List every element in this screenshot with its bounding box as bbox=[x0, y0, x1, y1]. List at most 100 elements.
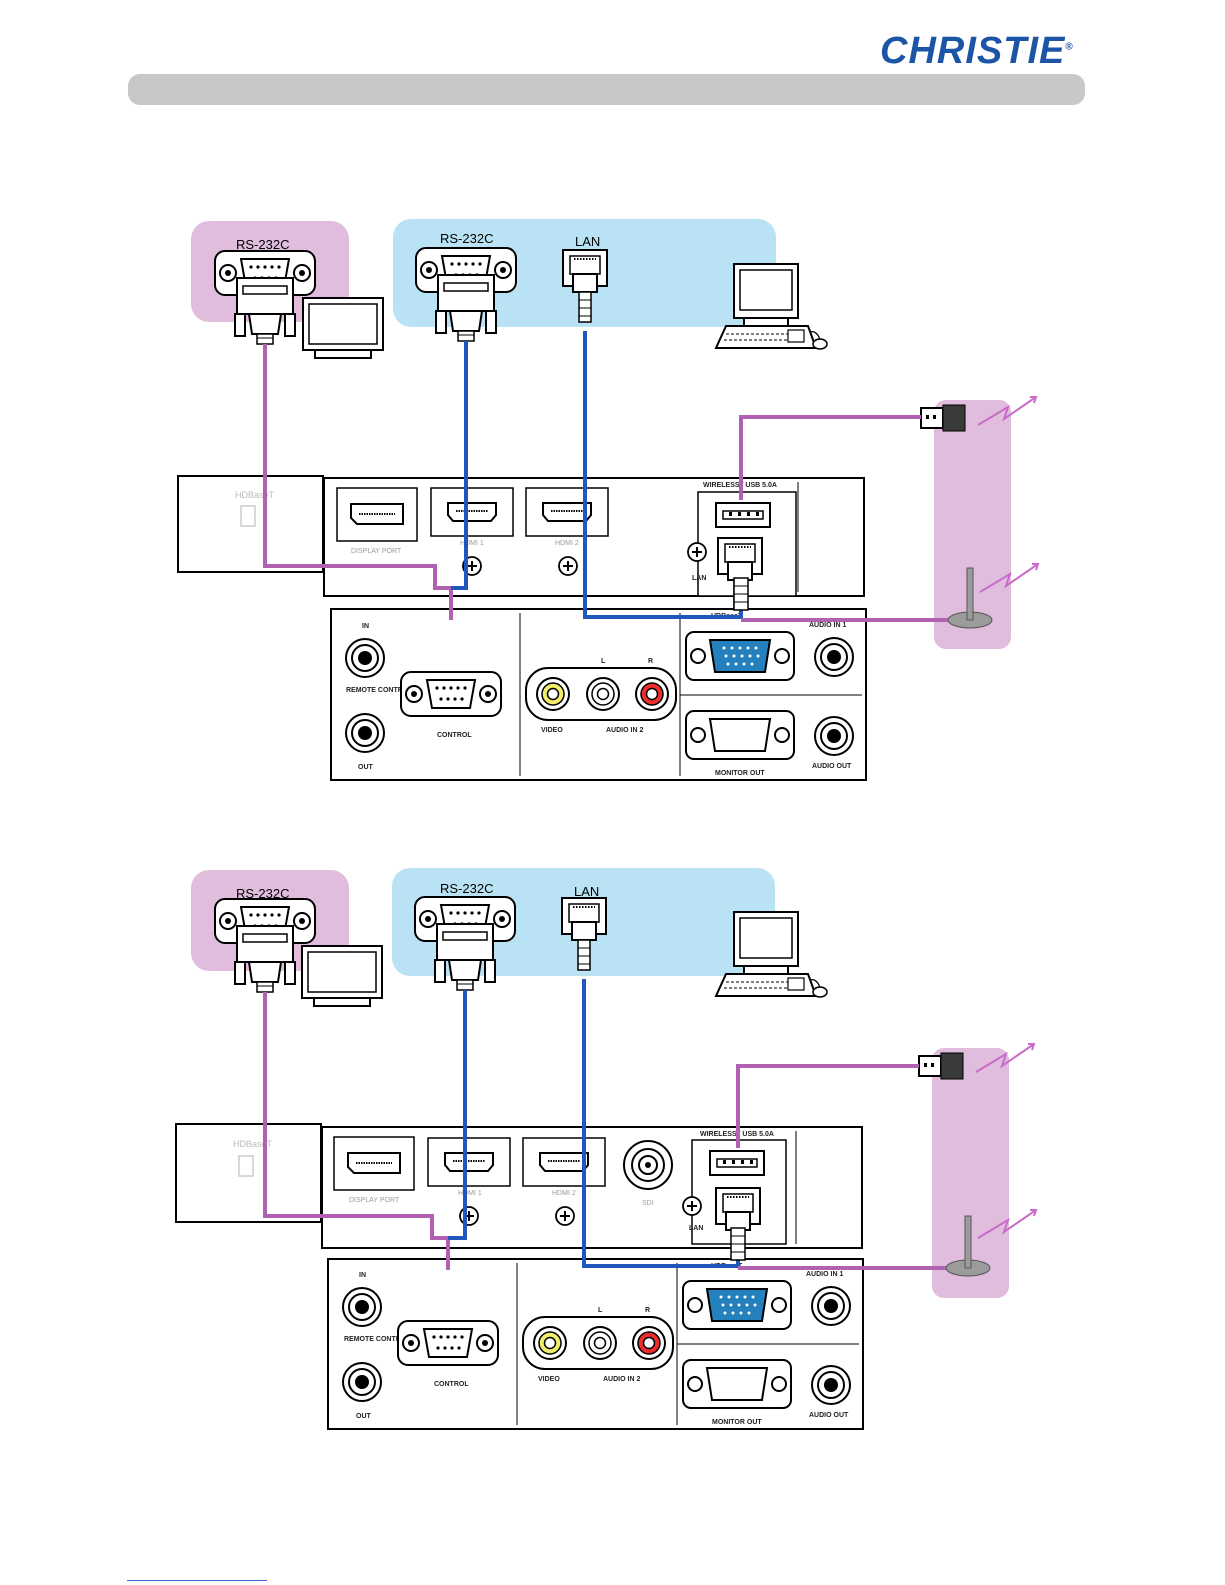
hdbaset-ghost-label: HDBaseT bbox=[233, 1139, 273, 1149]
control-label: CONTROL bbox=[434, 1381, 469, 1388]
hdbaset-box bbox=[177, 475, 324, 573]
displayport-label: DISPLAY PORT bbox=[351, 548, 402, 555]
wireless-pink-cable bbox=[739, 415, 921, 500]
audio-in1-jack bbox=[814, 637, 854, 677]
audio-in1-label: AUDIO IN 1 bbox=[806, 1271, 843, 1278]
header-bar bbox=[128, 74, 1085, 105]
hdbaset-ghost-jack bbox=[238, 1155, 254, 1177]
sdi-label: SDI bbox=[642, 1200, 654, 1207]
lan-small-label: LAN bbox=[692, 575, 706, 582]
video-rca-jack bbox=[536, 677, 570, 711]
control-port bbox=[400, 671, 502, 717]
wireless-pink-cable bbox=[736, 1064, 919, 1148]
hdmi1-port bbox=[444, 1152, 494, 1172]
registered-mark: ® bbox=[1065, 41, 1074, 53]
audio-r-label: R bbox=[645, 1307, 650, 1314]
rs232-blue-cable bbox=[451, 341, 468, 590]
remote-in-label: IN bbox=[362, 623, 369, 630]
control-label: CONTROL bbox=[437, 732, 472, 739]
audio-out-label: AUDIO OUT bbox=[812, 763, 852, 770]
audio-in1-jack bbox=[811, 1286, 851, 1326]
audio-l-label: L bbox=[601, 658, 606, 665]
rs232-mid-plug bbox=[434, 923, 496, 991]
usb-port bbox=[709, 1150, 765, 1176]
remote-out-jack bbox=[342, 1362, 382, 1402]
monitor-icon bbox=[301, 945, 383, 1007]
audio-in2-label: AUDIO IN 2 bbox=[603, 1376, 640, 1383]
rs232-mid-plug bbox=[435, 274, 497, 342]
hdmi1-label: HDMI 1 bbox=[460, 540, 484, 547]
audio-out-jack bbox=[811, 1365, 851, 1405]
displayport-port bbox=[347, 1152, 401, 1174]
sdi-port bbox=[623, 1140, 673, 1190]
remote-out-label: OUT bbox=[356, 1413, 372, 1420]
lan-label: LAN bbox=[575, 234, 600, 249]
audio-l-rca-jack bbox=[583, 1326, 617, 1360]
displayport-label: DISPLAY PORT bbox=[349, 1197, 400, 1204]
footer-link-underline[interactable] bbox=[127, 1580, 267, 1581]
monitor-out-port bbox=[685, 710, 795, 760]
rs232-left-label: RS-232C bbox=[236, 237, 289, 252]
rs232-pink-cable bbox=[263, 992, 450, 1270]
monitor-out-label: MONITOR OUT bbox=[715, 770, 765, 777]
diagram-top: RS-232C RS-232C LAN HDBaseT DISPLAY PORT… bbox=[177, 219, 1039, 781]
vga-in-port bbox=[682, 1280, 792, 1330]
screw-icon bbox=[687, 542, 707, 562]
rs232-mid-label: RS-232C bbox=[440, 231, 493, 246]
audio-out-label: AUDIO OUT bbox=[809, 1412, 849, 1419]
usb-dongle-icon bbox=[918, 1052, 964, 1080]
audio-l-label: L bbox=[598, 1307, 603, 1314]
christie-logo: CHRISTIE® bbox=[880, 30, 1074, 73]
screw-icon bbox=[558, 556, 578, 576]
lan-label: LAN bbox=[574, 884, 599, 899]
usb-dongle-icon bbox=[920, 404, 966, 432]
rs232-left-plug bbox=[234, 277, 296, 345]
audio-l-rca-jack bbox=[586, 677, 620, 711]
rs232-pink-cable bbox=[263, 344, 453, 620]
monitor-icon bbox=[302, 297, 384, 359]
diagram-bottom: RS-232C RS-232C LAN HDBaseT DISPLAY PORT… bbox=[175, 868, 1037, 1430]
hdbaset-ghost-label: HDBaseT bbox=[235, 490, 275, 500]
audio-in1-label: AUDIO IN 1 bbox=[809, 622, 846, 629]
pink-area-wireless bbox=[932, 1048, 1009, 1298]
usb-port bbox=[715, 502, 771, 528]
screw-icon bbox=[459, 1206, 479, 1226]
hdbaset-plug bbox=[733, 577, 749, 611]
audio-r-rca-jack bbox=[632, 1326, 666, 1360]
audio-r-rca-jack bbox=[635, 677, 669, 711]
pink-area-wireless bbox=[934, 400, 1011, 649]
remote-control-label: REMOTE CONTROL bbox=[346, 687, 413, 694]
rs232-mid-label: RS-232C bbox=[440, 881, 493, 896]
remote-in-jack bbox=[342, 1287, 382, 1327]
hdmi2-label: HDMI 2 bbox=[555, 540, 579, 547]
rs232-blue-cable bbox=[448, 990, 467, 1240]
displayport-port bbox=[350, 503, 404, 525]
lan-small-label: LAN bbox=[689, 1225, 703, 1232]
remote-out-jack bbox=[345, 713, 385, 753]
remote-control-label: REMOTE CONTROL bbox=[344, 1336, 411, 1343]
rs232-left-plug bbox=[234, 925, 296, 993]
screw-icon bbox=[682, 1196, 702, 1216]
video-rca-jack bbox=[533, 1326, 567, 1360]
hdmi2-port bbox=[539, 1152, 589, 1172]
video-label: VIDEO bbox=[538, 1376, 560, 1383]
hdmi1-label: HDMI 1 bbox=[458, 1190, 482, 1197]
monitor-out-label: MONITOR OUT bbox=[712, 1419, 762, 1426]
audio-out-jack bbox=[814, 716, 854, 756]
screw-icon bbox=[555, 1206, 575, 1226]
rs232-left-label: RS-232C bbox=[236, 886, 289, 901]
hdbaset-plug bbox=[730, 1227, 746, 1261]
hdbaset-ghost-jack bbox=[240, 505, 256, 527]
monitor-out-port bbox=[682, 1359, 792, 1409]
vga-in-port bbox=[685, 631, 795, 681]
remote-in-jack bbox=[345, 638, 385, 678]
hdmi1-port bbox=[447, 502, 497, 522]
hdmi2-label: HDMI 2 bbox=[552, 1190, 576, 1197]
video-label: VIDEO bbox=[541, 727, 563, 734]
audio-r-label: R bbox=[648, 658, 653, 665]
audio-in2-label: AUDIO IN 2 bbox=[606, 727, 643, 734]
logo-text: CHRISTIE bbox=[880, 30, 1066, 72]
remote-in-label: IN bbox=[359, 1272, 366, 1279]
remote-out-label: OUT bbox=[358, 764, 374, 771]
